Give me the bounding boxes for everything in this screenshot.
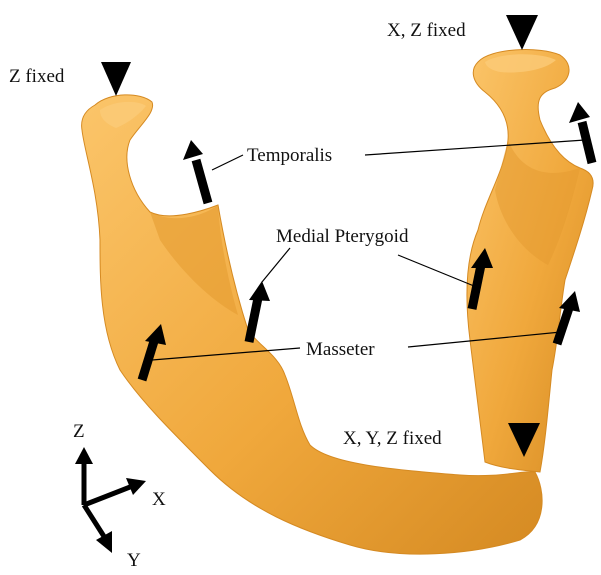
temporalis-arrow-left: [183, 140, 208, 203]
x-axis-label: X: [152, 489, 166, 510]
mandible-bone: [82, 50, 593, 555]
x-axis-line: [84, 487, 130, 505]
medial-pterygoid-arrow-left: [249, 281, 270, 342]
right-condyle-constraint-label: X, Z fixed: [387, 20, 466, 41]
incisor-constraint-label: X, Y, Z fixed: [343, 428, 442, 449]
medial-pterygoid-leader-left: [262, 248, 290, 282]
z-axis-arrowhead: [75, 447, 93, 464]
medial-pterygoid-leader-right: [398, 255, 474, 286]
temporalis-label: Temporalis: [247, 145, 332, 166]
coordinate-axes: [75, 447, 146, 553]
medial-pterygoid-label: Medial Pterygoid: [276, 226, 409, 247]
y-axis-label: Y: [127, 550, 141, 570]
z-axis-label: Z: [73, 421, 85, 442]
masseter-label: Masseter: [306, 339, 375, 360]
left-condyle-constraint-marker: [101, 62, 131, 96]
y-axis-line: [84, 505, 105, 538]
right-condyle-constraint-marker: [506, 15, 538, 50]
temporalis-arrow-right: [569, 102, 592, 163]
temporalis-leader-left: [212, 155, 243, 170]
left-condyle-constraint-label: Z fixed: [9, 66, 65, 87]
